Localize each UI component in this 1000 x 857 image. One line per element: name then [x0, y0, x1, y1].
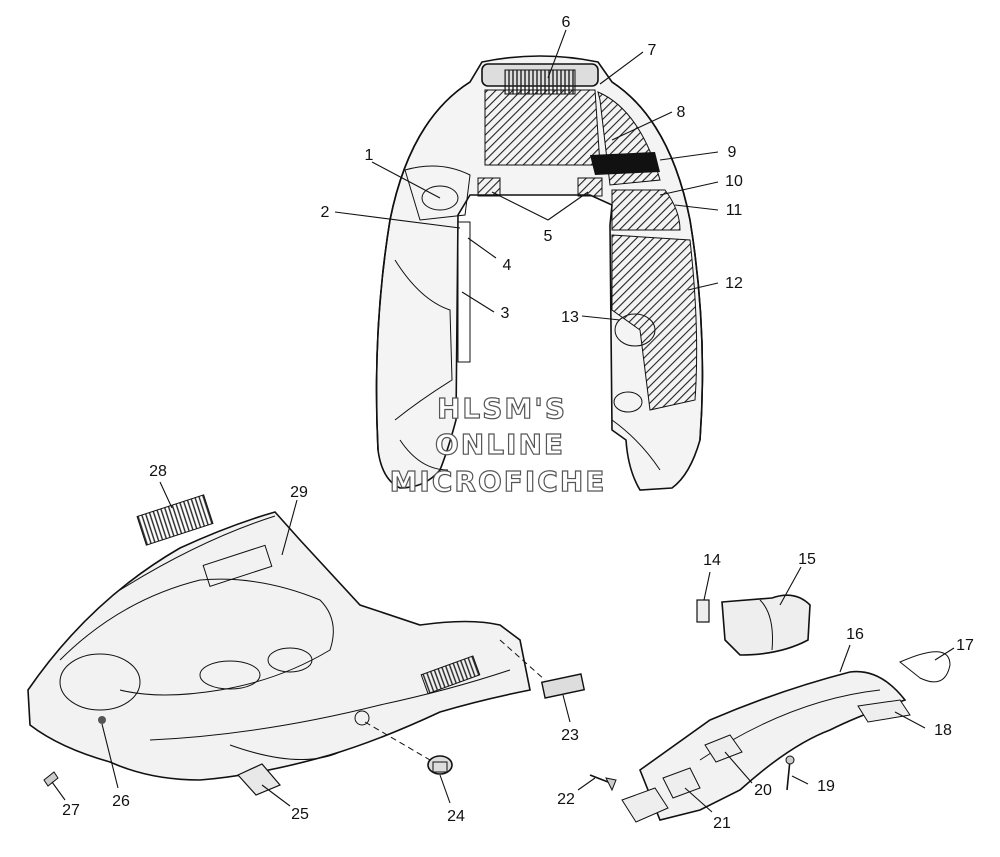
hood-rim-left: [375, 81, 471, 451]
vent-left: [421, 185, 459, 211]
callout-2: 2: [321, 204, 330, 221]
plug-hole: [98, 716, 106, 724]
bracket-16: [621, 670, 907, 823]
callout-4: 4: [503, 257, 512, 274]
callout-19: 19: [817, 778, 835, 795]
left-bracket: [404, 165, 471, 221]
plate-25: [237, 763, 281, 796]
watermark: HLSM'S ONLINE MICROFICHE: [389, 391, 607, 498]
callout-7: 7: [648, 42, 657, 59]
callout-18: 18: [934, 722, 952, 739]
seal-strip: [590, 152, 660, 175]
duct-15: [721, 594, 811, 656]
callout-16: 16: [846, 626, 864, 643]
callout-12: 12: [725, 275, 743, 292]
clip-17: [899, 651, 951, 683]
vent-right: [614, 313, 656, 347]
inner-recess-2: [267, 647, 313, 673]
callout-10: 10: [725, 173, 743, 190]
inner-recess-1: [199, 660, 261, 690]
right-lower-contour: [611, 419, 661, 471]
callout-17: 17: [956, 637, 974, 654]
hood-lower-edge: [149, 669, 511, 741]
callout-20: 20: [754, 782, 772, 799]
callout-14: 14: [703, 552, 721, 569]
callout-23: 23: [561, 727, 579, 744]
rivet-27: [43, 771, 59, 787]
left-channel: [457, 221, 471, 363]
watermark-line-1: HLSM'S: [437, 392, 567, 425]
label-20: [704, 734, 743, 763]
leader-dash-23: [499, 639, 546, 681]
hole-right: [613, 391, 643, 413]
callout-21: 21: [713, 815, 731, 832]
hood-rim-right: [611, 81, 704, 441]
left-contour: [394, 259, 453, 421]
callout-9: 9: [728, 144, 737, 161]
callout-24: 24: [447, 808, 465, 825]
callout-labels: 1 2 3 4 5 6 7 8 9 10 11 12 13 14 15 16 1…: [62, 14, 974, 832]
insulation-mid-right: [611, 189, 681, 231]
bumper-right: [577, 177, 603, 197]
watermark-line-3: MICROFICHE: [390, 465, 607, 498]
plug-24: [427, 755, 453, 775]
callout-22: 22: [557, 791, 575, 808]
grommet-hole: [354, 710, 370, 726]
left-lower-contour: [399, 439, 449, 471]
reflector-23: [540, 673, 586, 699]
hood-label-panel: [202, 544, 273, 587]
callout-6: 6: [562, 14, 571, 31]
part-14: [696, 599, 710, 623]
watermark-line-2: ONLINE: [435, 428, 565, 461]
callout-15: 15: [798, 551, 816, 568]
hood-underside-view: [375, 55, 704, 491]
duct-15-seam: [759, 599, 773, 651]
callout-5: 5: [544, 228, 553, 245]
leader-lines: [51, 29, 955, 813]
callout-8: 8: [677, 104, 686, 121]
bumper-left: [477, 177, 501, 197]
fastener-22: [589, 774, 617, 792]
callout-3: 3: [501, 305, 510, 322]
bolt-19: [785, 755, 795, 791]
headlight-recess: [59, 653, 141, 711]
label-18: [857, 699, 911, 723]
hood-inner-contour: [59, 578, 334, 696]
hood-body: [27, 511, 531, 781]
callout-1: 1: [365, 147, 374, 164]
hood-perspective-view: [27, 511, 531, 781]
side-vent-decal: [420, 655, 481, 695]
leader-dash-24: [364, 721, 431, 761]
callout-29: 29: [290, 484, 308, 501]
callout-26: 26: [112, 793, 130, 810]
callout-28: 28: [149, 463, 167, 480]
hood-bottom-contour: [229, 744, 341, 760]
callout-11: 11: [726, 202, 743, 219]
hood-top-rim: [119, 515, 276, 591]
callout-13: 13: [561, 309, 579, 326]
insulation-side-right: [611, 234, 698, 411]
decal-28: [136, 494, 214, 546]
callout-27: 27: [62, 802, 80, 819]
callout-25: 25: [291, 806, 309, 823]
insulation-front: [484, 89, 601, 166]
label-21: [662, 767, 701, 799]
